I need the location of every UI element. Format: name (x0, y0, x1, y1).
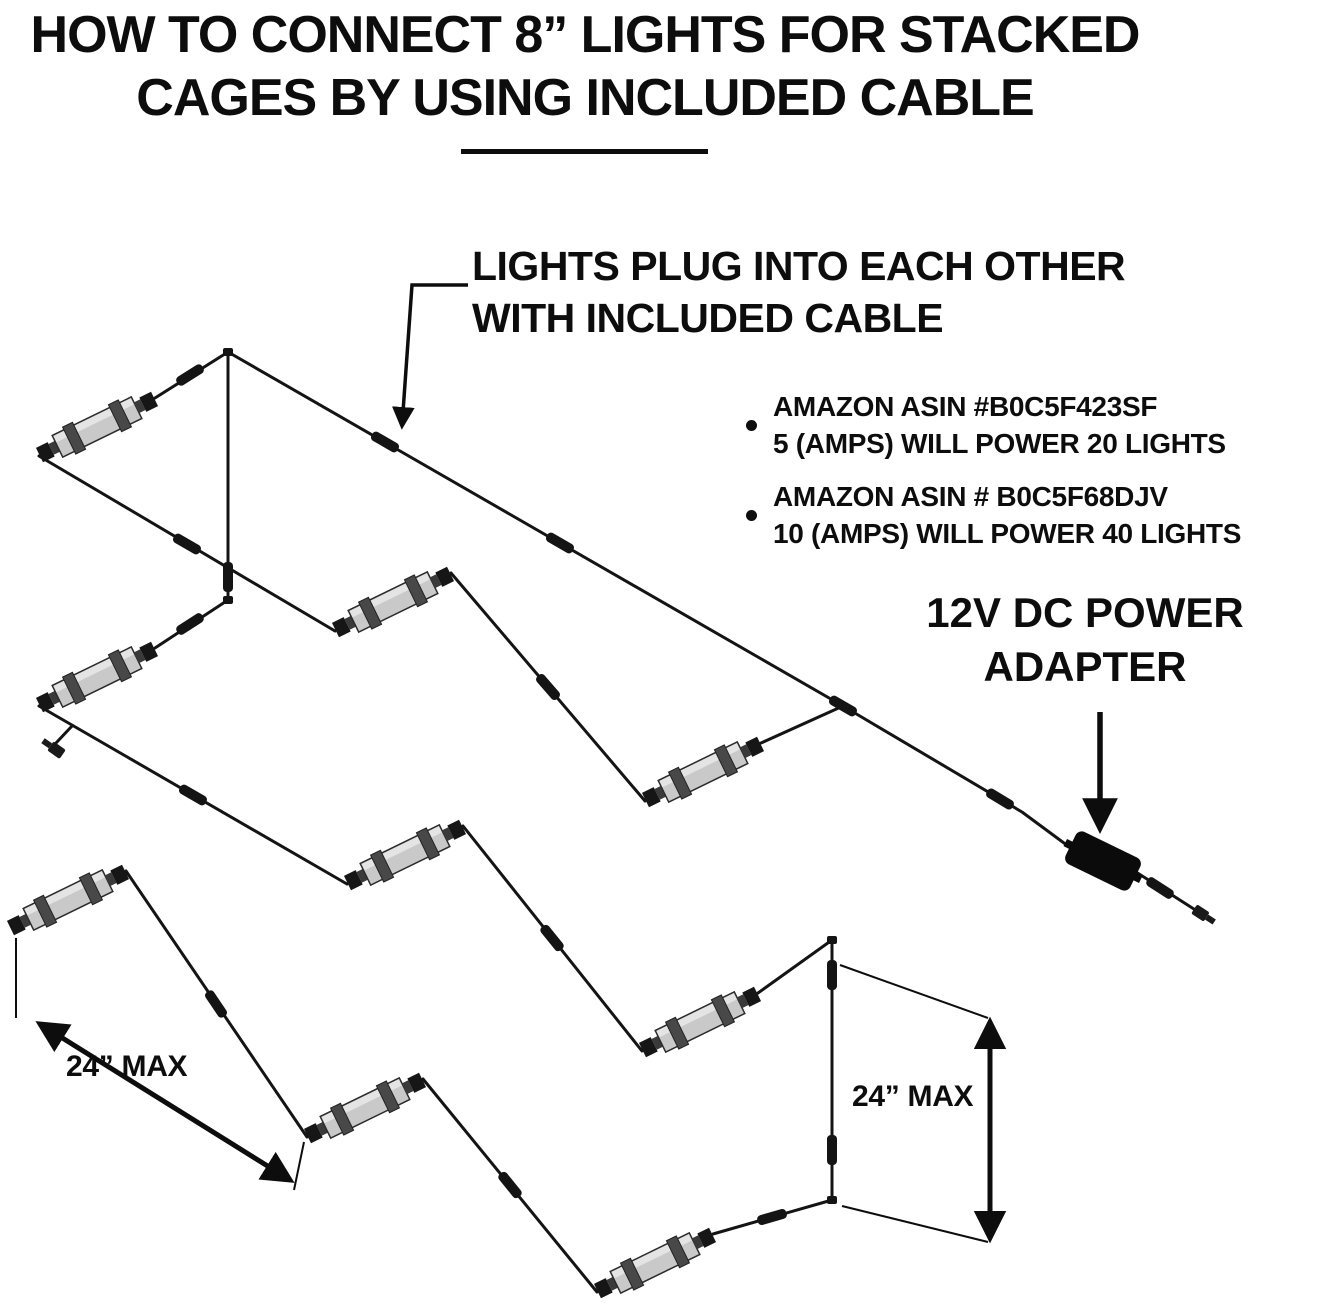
callout-text: LIGHTS PLUG INTO EACH OTHER WITH INCLUDE… (472, 240, 1126, 344)
dimension-arrow-left (35, 1021, 295, 1183)
adapter-label-line2: ADAPTER (983, 643, 1187, 690)
callout-arrow (391, 283, 468, 430)
cable-connector (827, 694, 859, 718)
cable-connector (544, 531, 576, 555)
bullet-line2: 10 (AMPS) WILL POWER 40 LIGHTS (773, 518, 1242, 549)
light-bar (340, 812, 470, 898)
annotation-arrows (15, 283, 1118, 1244)
light-bar (635, 979, 765, 1065)
dimension-extension-line (293, 1141, 305, 1191)
cable (226, 350, 1070, 848)
bullet-text: AMAZON ASIN #B0C5F423SF 5 (AMPS) WILL PO… (773, 388, 1226, 462)
plug-connector (1191, 904, 1218, 927)
page-title: HOW TO CONNECT 8” LIGHTS FOR STACKED CAG… (0, 4, 1170, 130)
dimension-label-right: 24” MAX (852, 1080, 974, 1113)
list-item: AMAZON ASIN # B0C5F68DJV 10 (AMPS) WILL … (746, 478, 1241, 552)
cable-connector (171, 532, 203, 556)
page-title-line2: CAGES BY USING INCLUDED CABLE (136, 69, 1034, 127)
cable-connector (177, 783, 209, 807)
cable (759, 704, 845, 745)
light-bar (590, 1220, 720, 1306)
bullet-line1: AMAZON ASIN # B0C5F68DJV (773, 481, 1168, 512)
plug-connector (39, 736, 66, 759)
asin-bullet-list: AMAZON ASIN #B0C5F423SF 5 (AMPS) WILL PO… (746, 388, 1241, 552)
cable-connector (223, 562, 233, 592)
power-adapter-label: 12V DC POWER ADAPTER (918, 586, 1252, 694)
cable-connector (369, 430, 401, 454)
cable-joint (827, 1196, 837, 1204)
cable-joint (827, 936, 837, 944)
cable (54, 724, 74, 745)
list-item: AMAZON ASIN #B0C5F423SF 5 (AMPS) WILL PO… (746, 388, 1241, 462)
cable-connector (203, 988, 229, 1020)
callout-line2: WITH INCLUDED CABLE (472, 295, 944, 341)
bullet-dot-icon (746, 419, 757, 431)
adapter-label-line1: 12V DC POWER (926, 589, 1244, 636)
callout-line1: LIGHTS PLUG INTO EACH OTHER (472, 243, 1126, 289)
cable (711, 938, 834, 1236)
light-bar (32, 384, 162, 470)
dimension-extension-line (839, 964, 989, 1019)
light-bar (638, 729, 768, 815)
bullet-line2: 5 (AMPS) WILL POWER 20 LIGHTS (773, 428, 1226, 459)
cable-connector (174, 611, 206, 637)
cable-connector (984, 786, 1016, 812)
light-bars (3, 384, 768, 1306)
bullet-line1: AMAZON ASIN #B0C5F423SF (773, 391, 1158, 422)
light-bar (328, 559, 458, 645)
page-title-line1: HOW TO CONNECT 8” LIGHTS FOR STACKED (30, 6, 1141, 64)
cable-connector (827, 960, 837, 990)
cable-connector (756, 1208, 788, 1226)
light-bar (3, 857, 133, 943)
dimension-label-left: 24” MAX (66, 1050, 188, 1083)
cable-joint (223, 596, 233, 604)
cable-connector (496, 1170, 524, 1200)
power-adapter (1063, 831, 1143, 891)
light-bar (300, 1065, 430, 1151)
cable-connector (827, 1135, 837, 1165)
cable-connector (538, 923, 566, 953)
bullet-dot-icon (746, 509, 757, 521)
bullet-text: AMAZON ASIN # B0C5F68DJV 10 (AMPS) WILL … (773, 478, 1241, 552)
cable-connector (174, 362, 206, 388)
title-underline (461, 149, 708, 154)
cable-connector (1144, 875, 1176, 901)
light-bar (32, 634, 162, 720)
dimension-extension-line (841, 1205, 989, 1243)
cable-joint (223, 348, 233, 356)
cable-connector (534, 672, 562, 702)
